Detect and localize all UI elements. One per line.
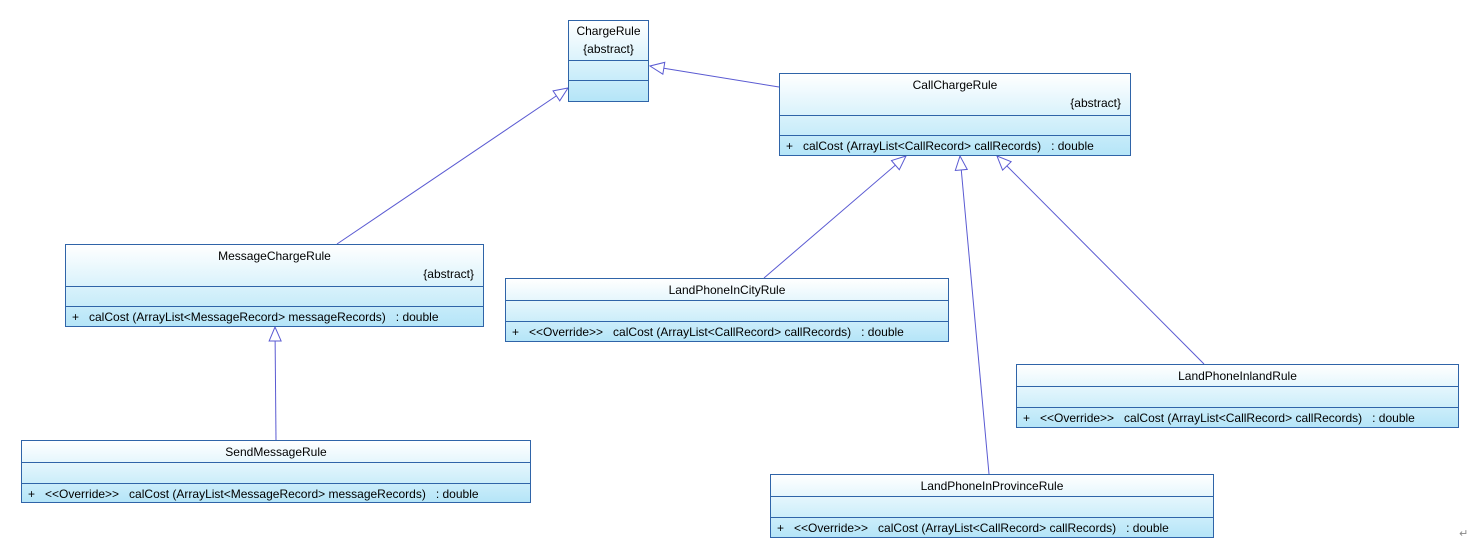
class-land-phone-in-province-rule-operation: + <<Override>> calCost (ArrayList<CallRe… bbox=[777, 521, 1169, 535]
class-send-message-rule-name-compartment: SendMessageRule bbox=[22, 441, 530, 463]
class-land-phone-in-city-rule[interactable]: LandPhoneInCityRule + <<Override>> calCo… bbox=[505, 278, 949, 342]
class-message-charge-rule-operation: + calCost (ArrayList<MessageRecord> mess… bbox=[72, 310, 439, 324]
class-land-phone-in-city-rule-attributes bbox=[506, 301, 948, 322]
generalization-landphoneincityrule-to-callchargerule bbox=[763, 156, 906, 279]
class-send-message-rule-name: SendMessageRule bbox=[225, 445, 327, 459]
class-message-charge-rule-attributes bbox=[66, 287, 483, 307]
class-land-phone-inland-rule-name: LandPhoneInlandRule bbox=[1178, 369, 1297, 383]
class-land-phone-inland-rule-name-compartment: LandPhoneInlandRule bbox=[1017, 365, 1458, 387]
class-charge-rule[interactable]: ChargeRule {abstract} bbox=[568, 20, 649, 102]
class-land-phone-inland-rule-operations: + <<Override>> calCost (ArrayList<CallRe… bbox=[1017, 408, 1458, 427]
class-land-phone-in-city-rule-name-compartment: LandPhoneInCityRule bbox=[506, 279, 948, 301]
generalization-callchargerule-to-chargerule bbox=[650, 66, 780, 88]
class-message-charge-rule-stereotype: {abstract} bbox=[423, 267, 474, 281]
class-call-charge-rule-stereotype: {abstract} bbox=[1070, 96, 1121, 110]
class-land-phone-in-city-rule-operation: + <<Override>> calCost (ArrayList<CallRe… bbox=[512, 325, 904, 339]
class-charge-rule-operations bbox=[569, 81, 648, 101]
class-land-phone-in-city-rule-operations: + <<Override>> calCost (ArrayList<CallRe… bbox=[506, 322, 948, 341]
class-message-charge-rule[interactable]: MessageChargeRule {abstract} + calCost (… bbox=[65, 244, 484, 327]
class-call-charge-rule-name-compartment: CallChargeRule {abstract} bbox=[780, 74, 1130, 116]
class-land-phone-inland-rule[interactable]: LandPhoneInlandRule + <<Override>> calCo… bbox=[1016, 364, 1459, 428]
class-charge-rule-stereotype: {abstract} bbox=[583, 42, 634, 56]
class-land-phone-inland-rule-operation: + <<Override>> calCost (ArrayList<CallRe… bbox=[1023, 411, 1415, 425]
class-message-charge-rule-operations: + calCost (ArrayList<MessageRecord> mess… bbox=[66, 307, 483, 326]
return-glyph-icon: ↵ bbox=[1459, 528, 1469, 540]
class-call-charge-rule-attributes bbox=[780, 116, 1130, 136]
class-land-phone-in-city-rule-name: LandPhoneInCityRule bbox=[668, 283, 786, 297]
class-land-phone-in-province-rule-name: LandPhoneInProvinceRule bbox=[920, 479, 1064, 493]
class-charge-rule-attributes bbox=[569, 61, 648, 81]
class-land-phone-in-province-rule-operations: + <<Override>> calCost (ArrayList<CallRe… bbox=[771, 518, 1213, 537]
class-call-charge-rule[interactable]: CallChargeRule {abstract} + calCost (Arr… bbox=[779, 73, 1131, 156]
class-send-message-rule-operation: + <<Override>> calCost (ArrayList<Messag… bbox=[28, 487, 479, 501]
class-charge-rule-name-compartment: ChargeRule {abstract} bbox=[569, 21, 648, 61]
class-message-charge-rule-name-compartment: MessageChargeRule {abstract} bbox=[66, 245, 483, 287]
generalization-landphoneinlandrule-to-callchargerule bbox=[997, 156, 1205, 365]
class-land-phone-in-province-rule[interactable]: LandPhoneInProvinceRule + <<Override>> c… bbox=[770, 474, 1214, 538]
class-send-message-rule-attributes bbox=[22, 463, 530, 484]
class-message-charge-rule-name: MessageChargeRule bbox=[218, 249, 331, 263]
class-send-message-rule[interactable]: SendMessageRule + <<Override>> calCost (… bbox=[21, 440, 531, 503]
generalization-sendmessagerule-to-messagechargerule bbox=[275, 327, 276, 441]
class-call-charge-rule-operation: + calCost (ArrayList<CallRecord> callRec… bbox=[786, 139, 1094, 153]
class-land-phone-in-province-rule-attributes bbox=[771, 497, 1213, 518]
class-land-phone-in-province-rule-name-compartment: LandPhoneInProvinceRule bbox=[771, 475, 1213, 497]
class-send-message-rule-operations: + <<Override>> calCost (ArrayList<Messag… bbox=[22, 484, 530, 502]
class-call-charge-rule-name: CallChargeRule bbox=[912, 78, 998, 92]
class-charge-rule-name: ChargeRule bbox=[576, 24, 641, 38]
class-call-charge-rule-operations: + calCost (ArrayList<CallRecord> callRec… bbox=[780, 136, 1130, 155]
generalization-messagechargerule-to-chargerule bbox=[336, 88, 568, 245]
class-land-phone-inland-rule-attributes bbox=[1017, 387, 1458, 408]
generalization-landphoneinprovincerule-to-callchargerule bbox=[960, 156, 990, 475]
